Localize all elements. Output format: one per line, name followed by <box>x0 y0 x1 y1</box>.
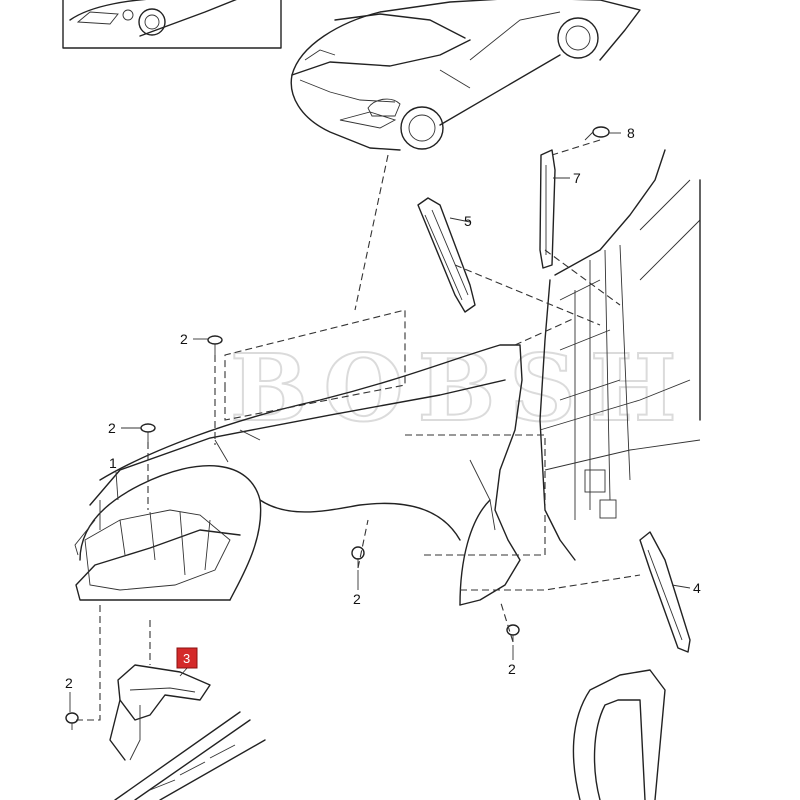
callout-4: 4 <box>693 580 701 596</box>
clip-fastener <box>351 546 365 568</box>
callouts: 2 2 1 2 2 2 5 7 8 4 3 <box>65 125 701 691</box>
highlighted-callout: 3 <box>176 647 198 669</box>
callout-2: 2 <box>108 420 116 436</box>
long-bracket-part <box>539 149 556 269</box>
clip-fastener <box>207 335 223 355</box>
support-bracket-part <box>109 664 211 761</box>
callout-3: 3 <box>183 651 190 666</box>
callout-2: 2 <box>65 675 73 691</box>
clip-fastener <box>65 712 79 730</box>
car-overview <box>290 0 641 151</box>
fasteners <box>65 126 610 730</box>
wheelhouse-panel <box>572 669 666 800</box>
callout-2: 2 <box>508 661 516 677</box>
callout-2: 2 <box>353 591 361 607</box>
lower-rail <box>114 711 266 800</box>
callout-7: 7 <box>573 170 581 186</box>
callout-5: 5 <box>464 213 472 229</box>
callout-highlight-box <box>176 647 198 669</box>
fender-part <box>74 344 523 606</box>
bracket-strip-part <box>417 197 476 313</box>
inset-box <box>62 0 282 49</box>
body-panel-section <box>539 149 701 561</box>
clip-fastener <box>140 423 156 442</box>
callout-1: 1 <box>109 455 117 471</box>
assembly-lines <box>72 139 641 721</box>
leader-lines <box>69 132 691 712</box>
callout-2: 2 <box>180 331 188 347</box>
trim-strip-part <box>639 531 691 653</box>
push-rivet <box>584 126 610 141</box>
callout-8: 8 <box>627 125 635 141</box>
watermark-text: BOBSH <box>230 334 691 442</box>
